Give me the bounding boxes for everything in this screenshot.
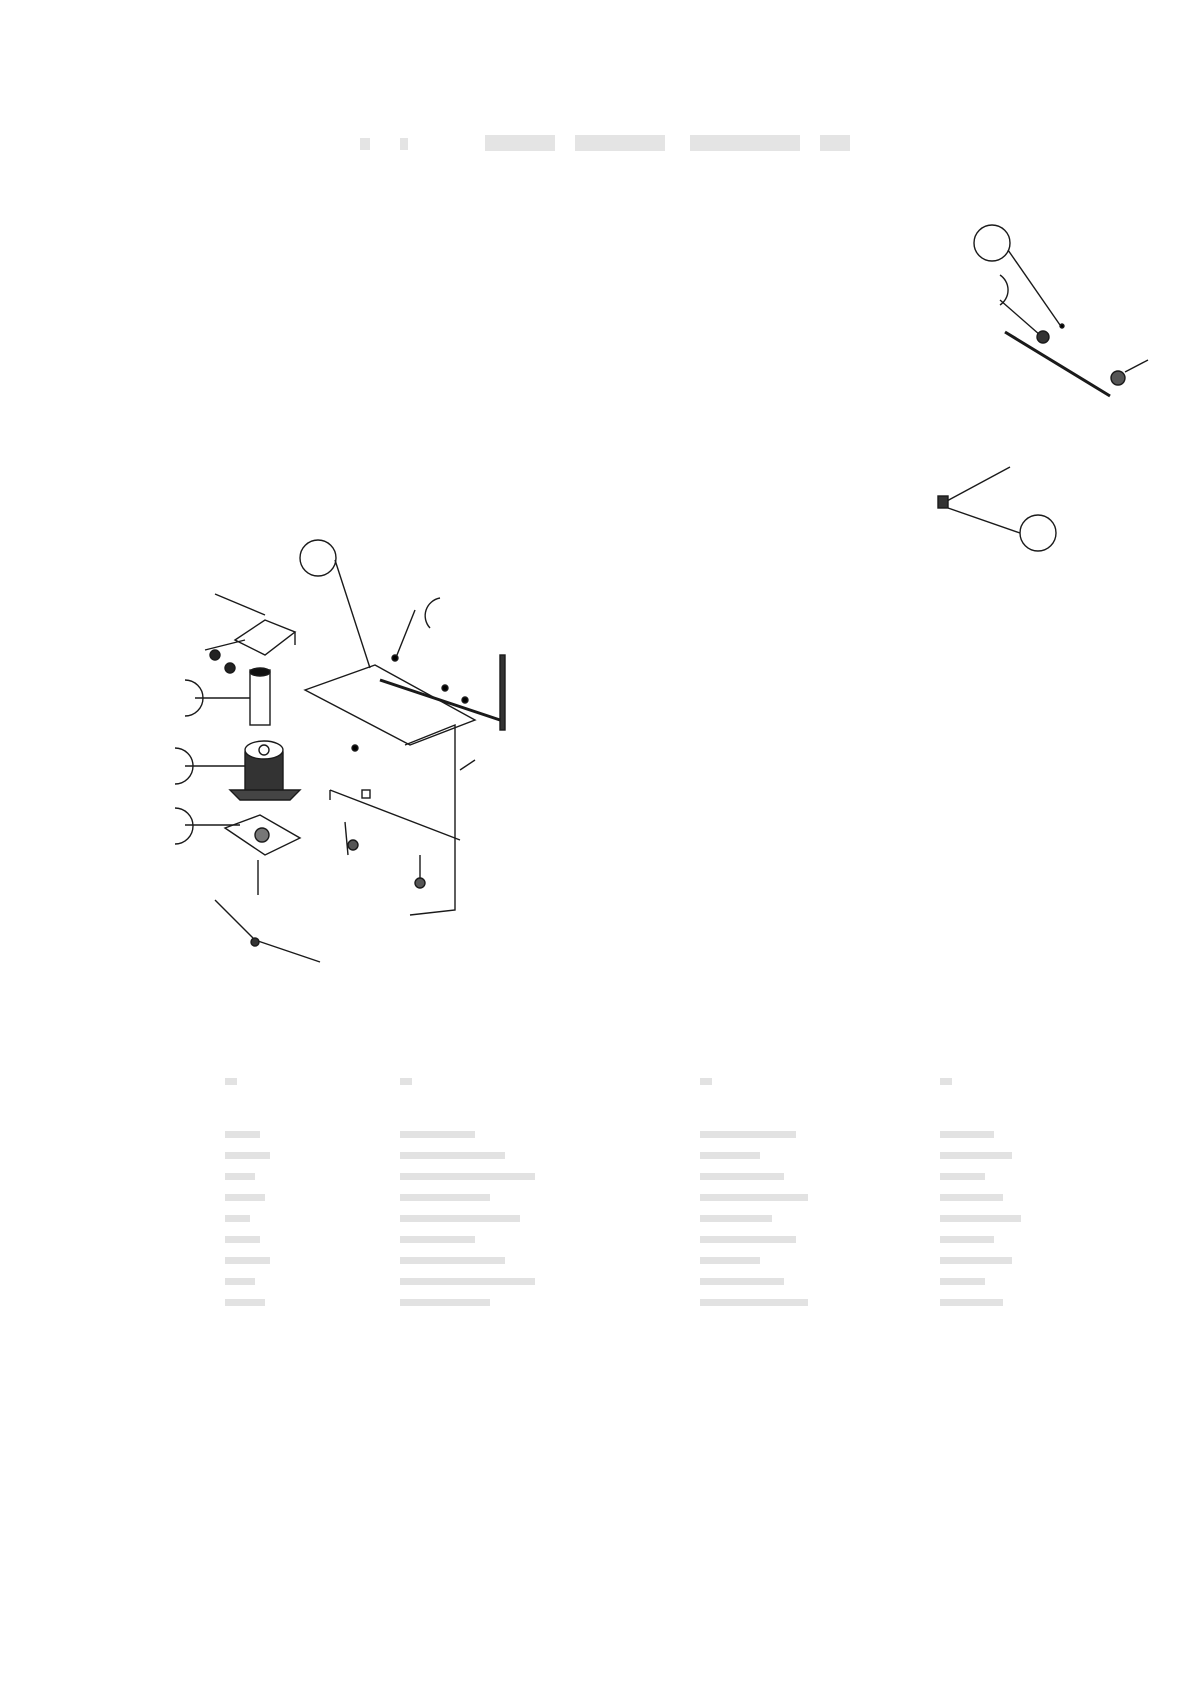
table-cell-faded: [400, 1236, 475, 1243]
table-cell-faded: [940, 1078, 952, 1085]
table-cell-faded: [940, 1299, 1003, 1306]
table-cell-faded: [400, 1131, 475, 1138]
table-cell-faded: [225, 1194, 265, 1201]
callout-circle-partial: [424, 597, 441, 629]
table-cell-faded: [700, 1078, 712, 1085]
table-cell-faded: [225, 1278, 255, 1285]
callout-circle: [1019, 514, 1057, 552]
upper-right-assembly: [937, 224, 1149, 552]
table-cell-faded: [940, 1236, 994, 1243]
table-cell-faded: [700, 1131, 796, 1138]
table-cell-faded: [940, 1257, 1012, 1264]
table-cell-faded: [225, 1152, 270, 1159]
parts-table-faded: [225, 1078, 1021, 1306]
plate-assembly: [299, 539, 506, 916]
table-cell-faded: [940, 1131, 994, 1138]
table-cell-faded: [700, 1215, 772, 1222]
callout-circle: [973, 224, 1011, 262]
table-cell-faded: [400, 1215, 520, 1222]
table-cell-faded: [400, 1078, 412, 1085]
table-cell-faded: [225, 1236, 260, 1243]
table-cell-faded: [225, 1215, 250, 1222]
faded-title: [360, 135, 850, 151]
table-cell-faded: [400, 1278, 535, 1285]
table-cell-faded: [400, 1194, 490, 1201]
table-cell-faded: [940, 1194, 1003, 1201]
callout-circle-partial: [174, 807, 194, 845]
table-cell-faded: [400, 1257, 505, 1264]
table-cell-faded: [400, 1173, 535, 1180]
left-stack-assembly: [174, 593, 321, 963]
table-cell-faded: [700, 1173, 784, 1180]
table-cell-faded: [700, 1194, 808, 1201]
table-cell-faded: [700, 1299, 808, 1306]
callout-circle: [299, 539, 337, 577]
table-cell-faded: [700, 1152, 760, 1159]
table-cell-faded: [225, 1078, 237, 1085]
table-cell-faded: [940, 1215, 1021, 1222]
table-cell-faded: [700, 1278, 784, 1285]
table-cell-faded: [225, 1299, 265, 1306]
table-cell-faded: [700, 1257, 760, 1264]
table-cell-faded: [940, 1152, 1012, 1159]
table-cell-faded: [225, 1131, 260, 1138]
table-cell-faded: [700, 1236, 796, 1243]
table-cell-faded: [940, 1278, 985, 1285]
table-cell-faded: [940, 1173, 985, 1180]
table-cell-faded: [225, 1257, 270, 1264]
table-cell-faded: [225, 1173, 255, 1180]
table-cell-faded: [400, 1152, 505, 1159]
table-cell-faded: [400, 1299, 490, 1306]
